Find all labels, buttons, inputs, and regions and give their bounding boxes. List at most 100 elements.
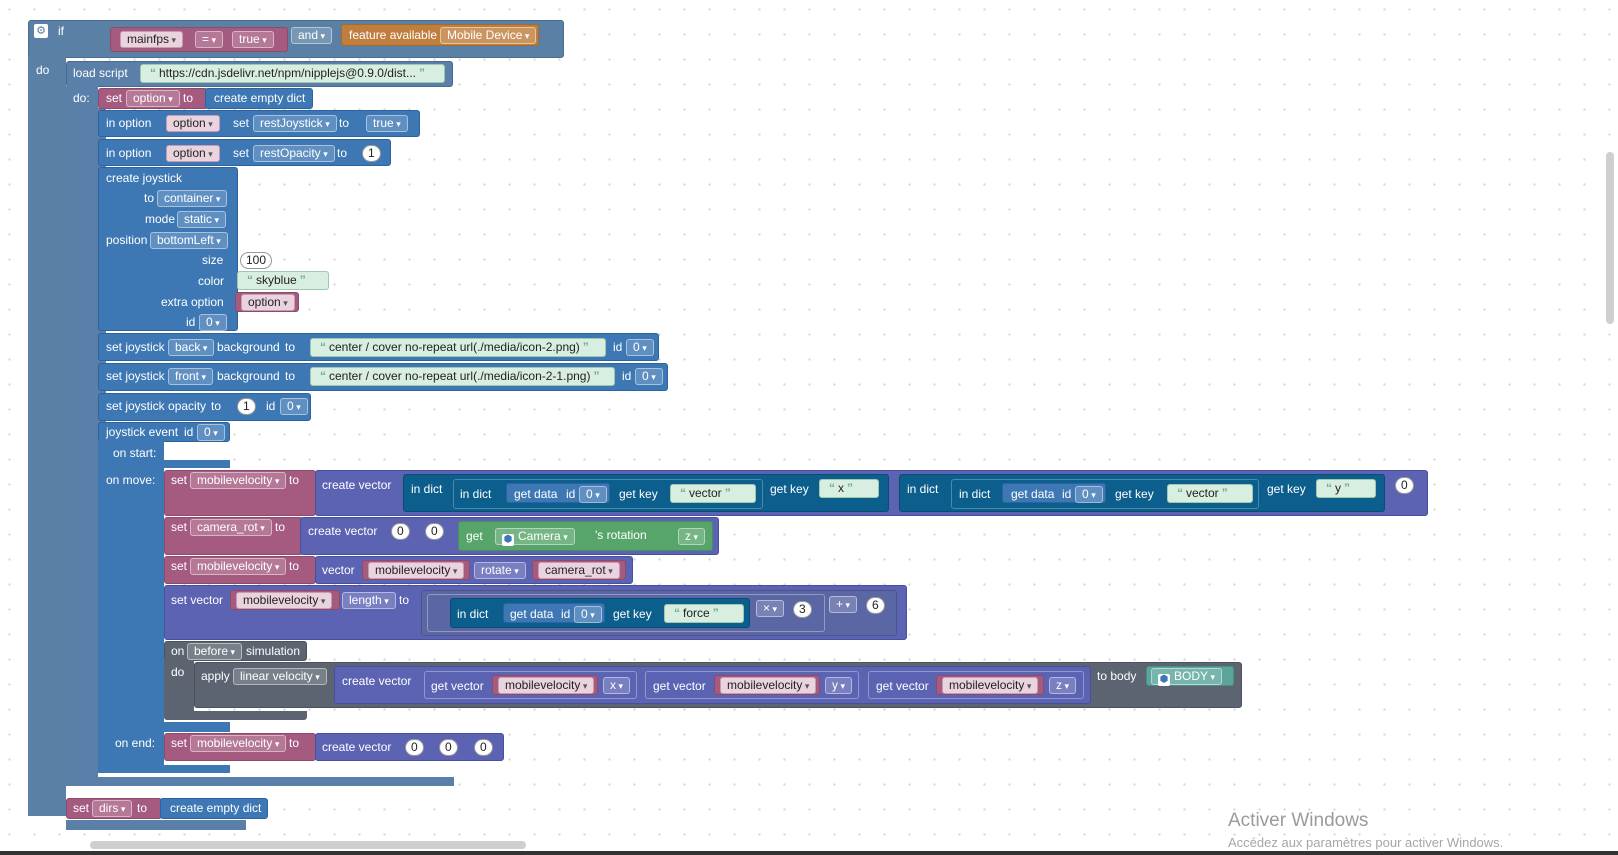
vertical-scrollbar[interactable] [1606, 152, 1614, 324]
id-dropdown[interactable]: 0 [579, 486, 607, 503]
force-key[interactable]: “force” [664, 604, 744, 623]
simulation-label: simulation [246, 644, 301, 658]
mobilevelocity-var[interactable]: mobilevelocity [498, 677, 595, 694]
mobilevelocity-var[interactable]: mobilevelocity [720, 677, 817, 694]
set-joystick-label: set joystick [106, 340, 165, 354]
set-opacity-label: set joystick opacity [106, 399, 207, 413]
opacity-number[interactable]: 1 [237, 398, 256, 415]
mobilevelocity-var[interactable]: mobilevelocity [190, 558, 287, 575]
zero-number[interactable]: 0 [1395, 477, 1414, 494]
extra-option-var[interactable]: option [241, 294, 295, 311]
zero-number[interactable]: 0 [405, 739, 424, 756]
equals-op[interactable]: = [195, 31, 224, 48]
to-label: to [144, 191, 155, 205]
id-dropdown[interactable]: 0 [1075, 486, 1103, 503]
to-label: to [285, 369, 296, 383]
if-gear-icon[interactable]: ⚙ [34, 24, 48, 38]
vector-key[interactable]: “vector” [670, 484, 756, 503]
zero-number[interactable]: 0 [425, 523, 444, 540]
opacity-number[interactable]: 1 [362, 145, 381, 162]
windows-watermark-title: Activer Windows [1228, 810, 1369, 831]
create-vector-label: create vector [322, 740, 392, 754]
mode-dropdown[interactable]: static [177, 211, 227, 228]
id-dropdown[interactable]: 0 [197, 424, 225, 441]
camera-rot-var[interactable]: camera_rot [190, 519, 272, 536]
axis-y-dropdown[interactable]: y [825, 677, 853, 694]
device-dropdown[interactable]: Mobile Device [440, 27, 537, 44]
id-dropdown[interactable]: 0 [635, 368, 663, 385]
in-dict-label: in dict [907, 482, 939, 496]
linear-velocity-dropdown[interactable]: linear velocity [233, 668, 327, 685]
color-string[interactable]: “skyblue” [237, 271, 329, 290]
and-op[interactable]: and [291, 27, 333, 44]
mobilevelocity-var[interactable]: mobilevelocity [190, 472, 287, 489]
create-empty-dict[interactable] [160, 798, 268, 819]
zero-number[interactable]: 0 [391, 523, 410, 540]
rest-opacity-key[interactable]: restOpacity [253, 145, 335, 162]
option-var[interactable]: option [166, 145, 220, 162]
create-empty-dict[interactable] [205, 88, 313, 109]
dirs-var[interactable]: dirs [92, 800, 133, 817]
position-label: position [106, 233, 148, 247]
before-dropdown[interactable]: before [187, 643, 243, 660]
id-dropdown[interactable]: 0 [626, 339, 654, 356]
on-start-slot[interactable] [164, 442, 230, 460]
axis-z-dropdown[interactable]: z [678, 528, 706, 545]
body-dropdown[interactable]: ⬢BODY [1151, 668, 1223, 686]
id-dropdown[interactable]: 0 [199, 314, 227, 331]
to-label: to [289, 473, 300, 487]
background-url[interactable]: “center / cover no-repeat url(./media/ic… [310, 367, 615, 386]
camera-dropdown[interactable]: ⬢Camera [495, 528, 575, 546]
get-key-label: get key [1267, 482, 1306, 496]
color-string-text: skyblue [256, 273, 297, 287]
length-dropdown[interactable]: length [342, 592, 396, 609]
id-dropdown[interactable]: 0 [574, 606, 602, 623]
background-url[interactable]: “center / cover no-repeat url(./media/ic… [310, 338, 606, 357]
mobilevelocity-var[interactable]: mobilevelocity [368, 562, 465, 579]
vector-key[interactable]: “vector” [1167, 484, 1253, 503]
option-var[interactable]: option [126, 90, 180, 107]
axis-x-dropdown[interactable]: x [603, 677, 631, 694]
mobilevelocity-var[interactable]: mobilevelocity [942, 677, 1039, 694]
axis-z-dropdown[interactable]: z [1049, 677, 1077, 694]
mobilevelocity-var[interactable]: mobilevelocity [190, 735, 287, 752]
plus-op[interactable]: + [829, 596, 858, 613]
position-dropdown[interactable]: bottomLeft [150, 232, 228, 249]
camera-rot-var[interactable]: camera_rot [538, 562, 620, 579]
zero-number[interactable]: 0 [474, 739, 493, 756]
set-opacity-block[interactable] [98, 393, 311, 421]
rest-joystick-key[interactable]: restJoystick [253, 115, 337, 132]
part-dropdown[interactable]: back [168, 339, 215, 356]
set-label: set [233, 146, 250, 160]
horizontal-scrollbar[interactable] [90, 841, 526, 849]
true-value[interactable]: true [366, 115, 408, 132]
zero-number[interactable]: 0 [439, 739, 458, 756]
true-value[interactable]: true [232, 31, 274, 48]
in-option-block-2[interactable] [98, 139, 391, 166]
id-dropdown[interactable]: 0 [280, 398, 308, 415]
get-key-label: get key [1115, 487, 1154, 501]
to-label: to [183, 91, 194, 105]
times-op[interactable]: × [756, 600, 785, 617]
option-var[interactable]: option [166, 115, 220, 132]
x-key[interactable]: “x” [819, 479, 879, 498]
mobilevelocity-var[interactable]: mobilevelocity [236, 592, 333, 609]
mainfps-var[interactable]: mainfps [120, 31, 184, 48]
set-label: set [171, 559, 188, 573]
size-label: size [202, 253, 224, 267]
six-number[interactable]: 6 [866, 597, 885, 614]
y-key[interactable]: “y” [1316, 479, 1376, 498]
part-dropdown[interactable]: front [168, 368, 214, 385]
three-number[interactable]: 3 [793, 601, 812, 618]
create-vector-label: create vector [308, 524, 378, 538]
rotate-op[interactable]: rotate [474, 562, 526, 579]
in-option-label: in option [106, 116, 152, 130]
size-number[interactable]: 100 [240, 252, 273, 269]
to-label: to [289, 736, 300, 750]
container-dropdown[interactable]: container [157, 190, 228, 207]
cube-icon: ⬢ [1158, 674, 1170, 686]
windows-watermark-subtitle: Accédez aux paramètres pour activer Wind… [1228, 835, 1504, 850]
create-vector-block[interactable] [315, 733, 504, 761]
script-url[interactable]: “https://cdn.jsdelivr.net/npm/nipplejs@0… [140, 64, 445, 83]
